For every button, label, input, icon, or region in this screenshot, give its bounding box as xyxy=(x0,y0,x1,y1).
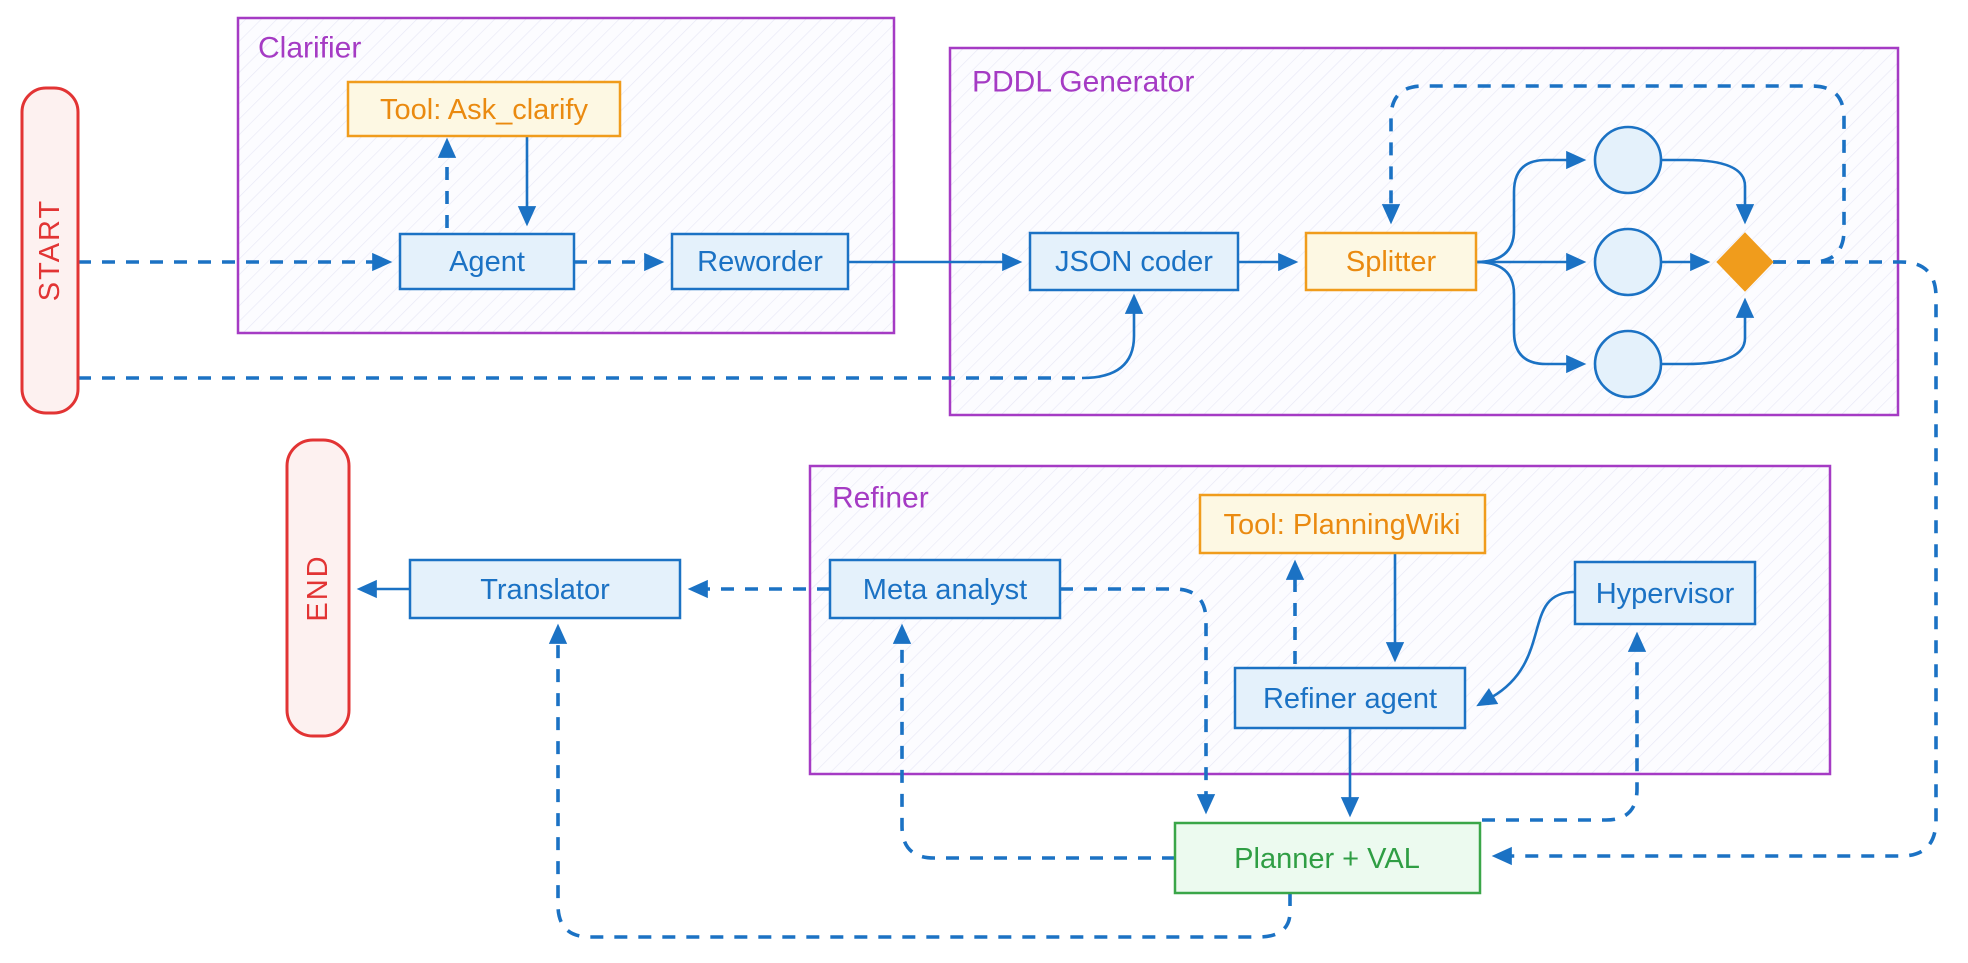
tool-ask-clarify-box xyxy=(346,80,622,138)
start-label: START xyxy=(34,199,66,301)
edge-splitter-worker-1 xyxy=(1475,150,1587,264)
node-tool-ask-clarify: Tool: Ask_clarify xyxy=(346,80,622,138)
node-reworder: Reworder xyxy=(670,232,850,291)
json-coder-box xyxy=(1028,231,1240,292)
node-refiner-agent: Refiner agent xyxy=(1233,666,1467,730)
planner-val-label: Planner + VAL xyxy=(1234,843,1420,875)
splitter-label: Splitter xyxy=(1346,246,1437,278)
meta-analyst-box xyxy=(828,558,1062,620)
translator-label: Translator xyxy=(480,574,610,606)
edge-splitter-worker-3 xyxy=(1475,260,1587,374)
parallel-worker-circle-2 xyxy=(1593,227,1663,297)
refiner-agent-box xyxy=(1233,666,1467,730)
node-hypervisor: Hypervisor xyxy=(1573,560,1757,626)
hypervisor-box xyxy=(1573,560,1757,626)
node-tool-planningwiki: Tool: PlanningWiki xyxy=(1198,493,1487,555)
tool-planningwiki-label: Tool: PlanningWiki xyxy=(1224,509,1461,541)
node-translator: Translator xyxy=(408,558,682,620)
meta-analyst-label: Meta analyst xyxy=(863,574,1027,606)
node-meta-analyst: Meta analyst xyxy=(828,558,1062,620)
node-start: START xyxy=(20,86,80,415)
container-pddl-generator: PDDL Generator xyxy=(948,46,1900,417)
edge-planner-meta-analyst xyxy=(892,623,1175,860)
parallel-worker-circle-1 xyxy=(1593,125,1663,195)
end-box xyxy=(285,438,351,738)
edge-planner-hypervisor xyxy=(1482,631,1647,822)
edge-worker-3-merge xyxy=(1661,297,1755,366)
pddl-generator-box xyxy=(948,46,1900,417)
node-planner-val: Planner + VAL xyxy=(1173,821,1482,895)
edge-merge-splitter-loop xyxy=(1381,84,1846,264)
agent-box xyxy=(398,232,576,291)
splitter-box xyxy=(1304,231,1478,292)
node-json-coder: JSON coder xyxy=(1028,231,1240,292)
json-coder-label: JSON coder xyxy=(1055,246,1213,278)
tool-ask-clarify-label: Tool: Ask_clarify xyxy=(380,94,588,126)
reworder-box xyxy=(670,232,850,291)
refiner-label: Refiner xyxy=(832,482,929,515)
node-end: END xyxy=(285,438,351,738)
refiner-agent-label: Refiner agent xyxy=(1263,683,1437,715)
edge-planner-translator xyxy=(548,623,1292,939)
node-agent: Agent xyxy=(398,232,576,291)
parallel-worker-circle-3 xyxy=(1593,329,1663,399)
hypervisor-label: Hypervisor xyxy=(1596,578,1735,610)
merge-diamond xyxy=(1716,232,1774,292)
tool-planningwiki-box xyxy=(1198,493,1487,555)
pddl-generator-label: PDDL Generator xyxy=(972,66,1194,99)
edge-hypervisor-refiner-agent xyxy=(1476,590,1576,707)
edge-worker-1-merge xyxy=(1661,158,1755,225)
agent-label: Agent xyxy=(449,246,525,278)
planner-val-box xyxy=(1173,821,1482,895)
clarifier-label: Clarifier xyxy=(258,32,361,65)
node-splitter: Splitter xyxy=(1304,231,1478,292)
edge-start-json-coder-tail xyxy=(1081,293,1144,380)
edge-merge-planner xyxy=(1491,260,1938,866)
reworder-label: Reworder xyxy=(697,246,823,278)
translator-box xyxy=(408,558,682,620)
end-label: END xyxy=(302,554,334,621)
start-box xyxy=(20,86,80,415)
